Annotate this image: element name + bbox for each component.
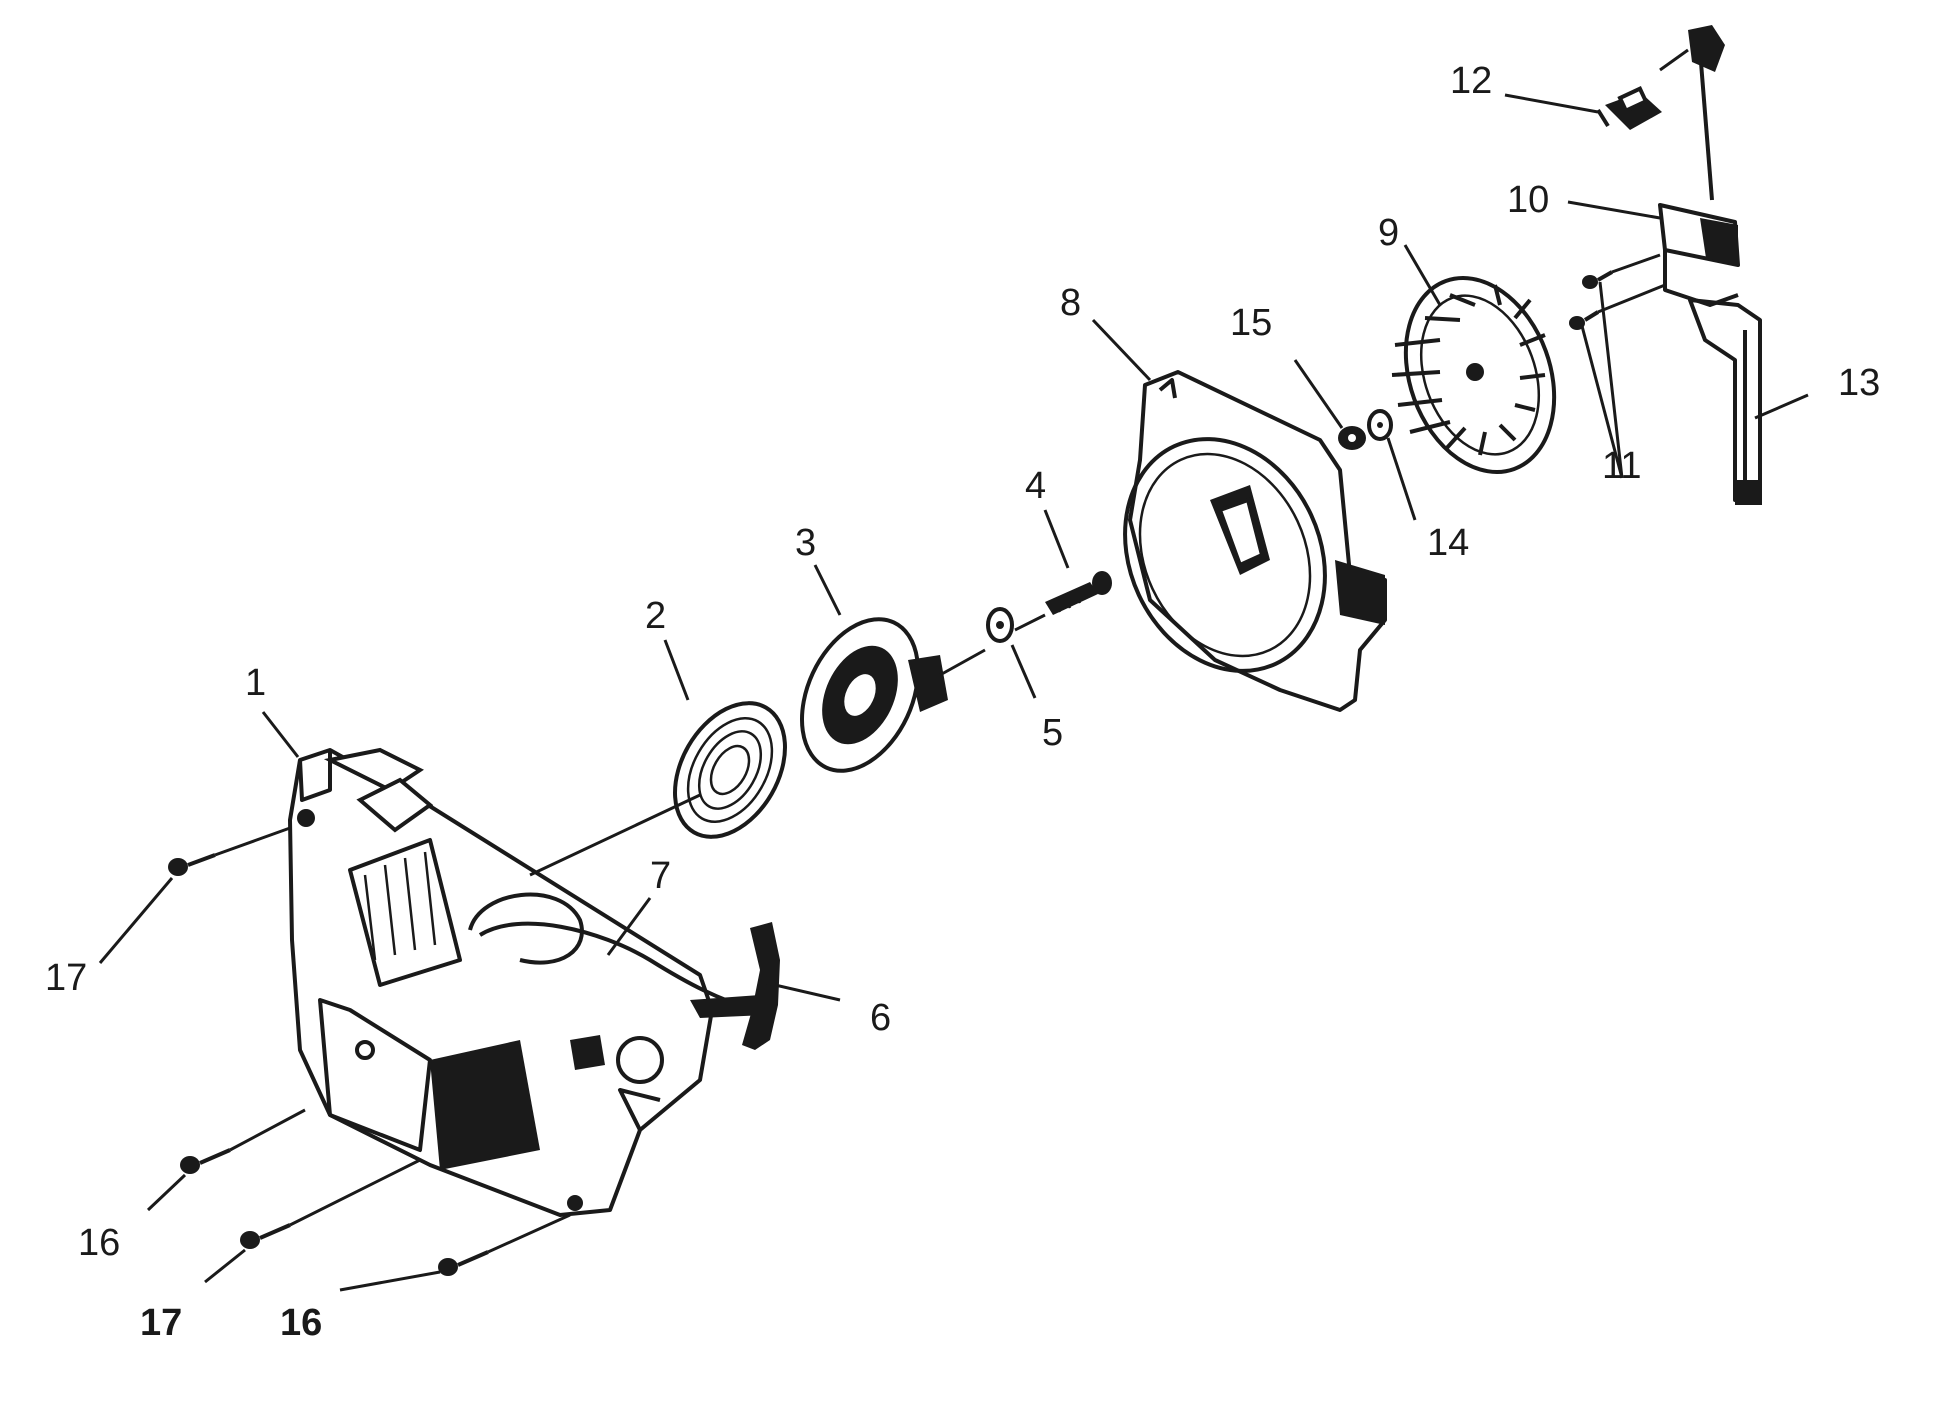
callout-13: 13: [1838, 362, 1880, 404]
part-15-nut: [1338, 426, 1366, 450]
part-16-screw-bottom: [438, 1213, 571, 1276]
part-2-rewind-spring: [673, 701, 787, 839]
callout-8: 8: [1060, 282, 1081, 324]
callout-5: 5: [1042, 712, 1063, 754]
part-10-ignition-module: [1658, 25, 1740, 307]
callout-11: 11: [1602, 445, 1641, 487]
part-1-starter-housing: [288, 747, 714, 1217]
part-3-starter-pulley: [799, 617, 948, 773]
part-5-washer: [986, 607, 1014, 643]
part-7-starter-rope: [478, 921, 756, 1012]
part-4-shoulder-bolt: [1045, 571, 1112, 615]
callout-17-upper: 17: [45, 957, 87, 999]
callout-7: 7: [650, 855, 671, 897]
callout-4: 4: [1025, 465, 1046, 507]
callout-12: 12: [1450, 60, 1492, 102]
part-13-module-bracket: [1688, 298, 1762, 505]
callout-17-lower: 17: [140, 1302, 182, 1344]
part-12-spark-plug: [1596, 86, 1662, 130]
part-8-fan-housing: [1123, 370, 1387, 712]
callout-16-bottom: 16: [280, 1302, 322, 1344]
callout-labels: 1 2 3 4 5 6 7 8 9 10 11 12 13 14 15 17 1…: [45, 60, 1880, 1344]
callout-3: 3: [795, 522, 816, 564]
callout-16-left: 16: [78, 1222, 120, 1264]
callout-1: 1: [245, 662, 266, 704]
callout-6: 6: [870, 997, 891, 1039]
part-6-starter-handle: [690, 922, 780, 1050]
part-17-screw-lower: [240, 1158, 421, 1249]
leader-lines: [98, 93, 1809, 1292]
part-16-screw-left: [180, 1108, 306, 1174]
part-14-washer: [1367, 409, 1393, 441]
part-9-flywheel: [1391, 276, 1557, 474]
part-11-screws: [1569, 253, 1666, 330]
callout-15: 15: [1230, 302, 1272, 344]
callout-10: 10: [1507, 179, 1549, 221]
part-17-screw-upper: [168, 826, 291, 876]
callout-14: 14: [1427, 522, 1469, 564]
callout-9: 9: [1378, 212, 1399, 254]
callout-2: 2: [645, 595, 666, 637]
